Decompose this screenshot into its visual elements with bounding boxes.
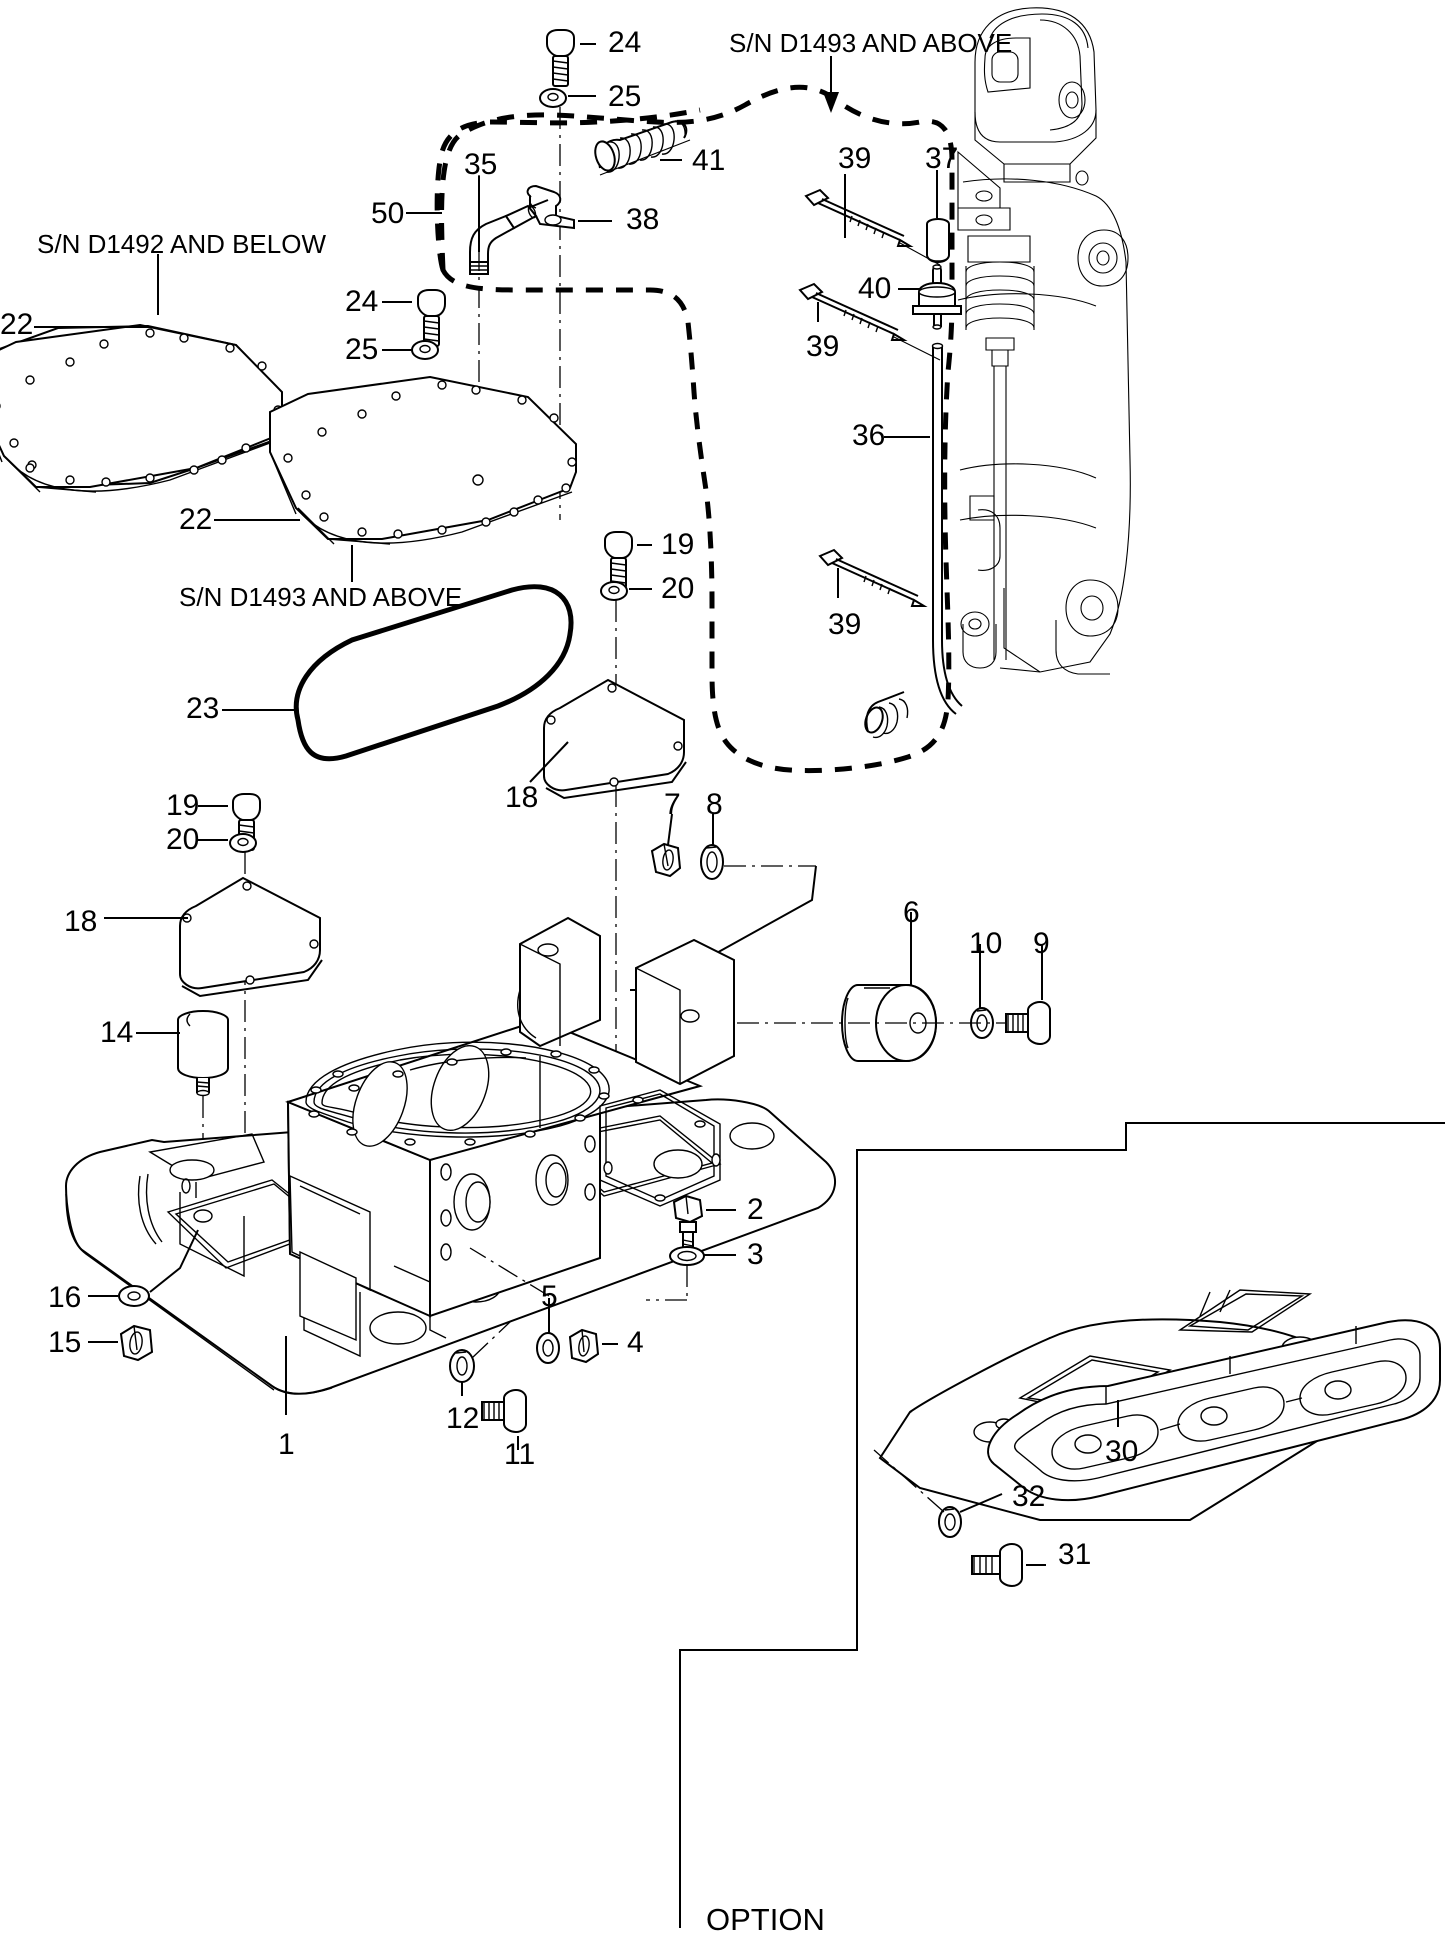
part-15-nut — [119, 1324, 154, 1362]
option-inset-frame — [679, 1122, 1445, 1928]
leader-7 — [667, 813, 673, 846]
part-7-nut — [650, 842, 682, 878]
callout-39-2: 39 — [806, 330, 840, 363]
part-18-cover-mid — [543, 678, 687, 800]
callout-9: 9 — [1033, 927, 1050, 960]
part-23-oring — [293, 584, 574, 762]
part-39-cable-tie-3 — [818, 548, 928, 607]
part-14-breather — [177, 1010, 229, 1097]
callout-31: 31 — [1058, 1538, 1092, 1571]
callout-30: 30 — [1105, 1435, 1139, 1468]
part-36-tube — [931, 342, 963, 715]
callout-3: 3 — [747, 1238, 764, 1271]
part-2-drain-plug — [672, 1194, 704, 1249]
leader-15-16-to-base — [149, 1229, 199, 1293]
callout-16: 16 — [48, 1281, 82, 1314]
callout-24-top: 24 — [608, 26, 642, 59]
callout-35: 35 — [464, 148, 498, 181]
serial-group-boundary — [439, 84, 955, 774]
callout-22-lower: 22 — [179, 503, 213, 536]
callout-15: 15 — [48, 1326, 82, 1359]
callout-1: 1 — [278, 1428, 295, 1461]
part-5-washer — [536, 1332, 560, 1364]
note-sn-d1493-above-top: S/N D1493 AND ABOVE — [729, 28, 1013, 58]
callout-19-left: 19 — [166, 789, 200, 822]
callout-19-mid: 19 — [661, 528, 695, 561]
part-9-bolt — [1005, 1000, 1051, 1046]
part-8-lock-washer — [700, 844, 724, 880]
callout-39-1: 39 — [838, 142, 872, 175]
callout-18-mid: 18 — [505, 781, 539, 814]
callout-50: 50 — [371, 197, 405, 230]
callout-36: 36 — [852, 419, 886, 452]
part-41-spiral-wrap-lower — [864, 691, 909, 739]
callout-6: 6 — [903, 896, 920, 929]
centerline-12-to-base — [471, 1321, 511, 1359]
callout-23: 23 — [186, 692, 220, 725]
callout-20-mid: 20 — [661, 572, 695, 605]
callout-7: 7 — [664, 788, 681, 821]
part-20-washer-left — [229, 833, 257, 853]
part-20-washer-mid — [600, 581, 628, 601]
part-38-clamp — [526, 184, 575, 230]
part-22-gasket-upper — [0, 323, 283, 493]
part-31-bolt — [971, 1542, 1023, 1588]
callout-40: 40 — [858, 272, 892, 305]
callout-38: 38 — [626, 203, 660, 236]
part-32-lock-washer — [938, 1506, 962, 1538]
part-25-washer-top — [539, 88, 567, 108]
part-40-grommet — [912, 264, 962, 330]
callout-18-left: 18 — [64, 905, 98, 938]
part-24-bolt-mid — [417, 289, 446, 347]
callout-24-mid: 24 — [345, 285, 379, 318]
part-39-cable-tie-2 — [798, 282, 908, 341]
part-19-bolt-mid — [604, 531, 633, 589]
part-30-track-shoe — [878, 1289, 1441, 1521]
note-sn-d1492-below: S/N D1492 AND BELOW — [37, 229, 326, 259]
part-37-sleeve — [926, 218, 950, 264]
note-sn-d1493-above-left: S/N D1493 AND ABOVE — [179, 582, 463, 612]
callout-25-top: 25 — [608, 80, 642, 113]
part-18-cover-left — [179, 876, 323, 998]
note-arrowhead — [823, 92, 839, 113]
callout-22-upper: 22 — [0, 308, 34, 341]
callout-37: 37 — [925, 142, 959, 175]
part-41-spiral-wrap — [594, 120, 688, 173]
callout-41: 41 — [692, 144, 726, 177]
callout-14: 14 — [100, 1016, 134, 1049]
part-4-nut — [568, 1328, 600, 1364]
joystick-assembly-illustration — [957, 7, 1131, 675]
part-11-bolt — [481, 1388, 527, 1434]
callout-8: 8 — [706, 788, 723, 821]
option-group-50-boundary — [434, 107, 701, 271]
callout-20-left: 20 — [166, 823, 200, 856]
callout-32: 32 — [1012, 1480, 1046, 1513]
part-12-washer — [449, 1349, 475, 1383]
callout-12: 12 — [446, 1402, 480, 1435]
callout-5: 5 — [541, 1280, 558, 1313]
leader-18-mid — [529, 741, 569, 783]
callout-10: 10 — [969, 927, 1003, 960]
part-3-seal-washer — [669, 1246, 705, 1266]
note-option: OPTION — [706, 1902, 825, 1937]
callout-2: 2 — [747, 1193, 764, 1226]
part-39-cable-tie-1 — [804, 188, 914, 247]
callout-39-3: 39 — [828, 608, 862, 641]
part-24-bolt-top — [546, 29, 575, 87]
centerline-32-to-shoe — [873, 1449, 945, 1513]
part-25-washer-mid — [411, 340, 439, 360]
41-ref-line — [599, 139, 691, 176]
centerline-5-4 — [469, 1247, 550, 1297]
part-22-gasket-lower — [269, 375, 577, 545]
callout-11: 11 — [504, 1438, 536, 1471]
leader-32 — [959, 1493, 1003, 1513]
part-16-washer — [118, 1285, 150, 1307]
main-housing-assembly — [64, 916, 836, 1395]
callout-4: 4 — [627, 1326, 644, 1359]
callout-25-mid: 25 — [345, 333, 379, 366]
